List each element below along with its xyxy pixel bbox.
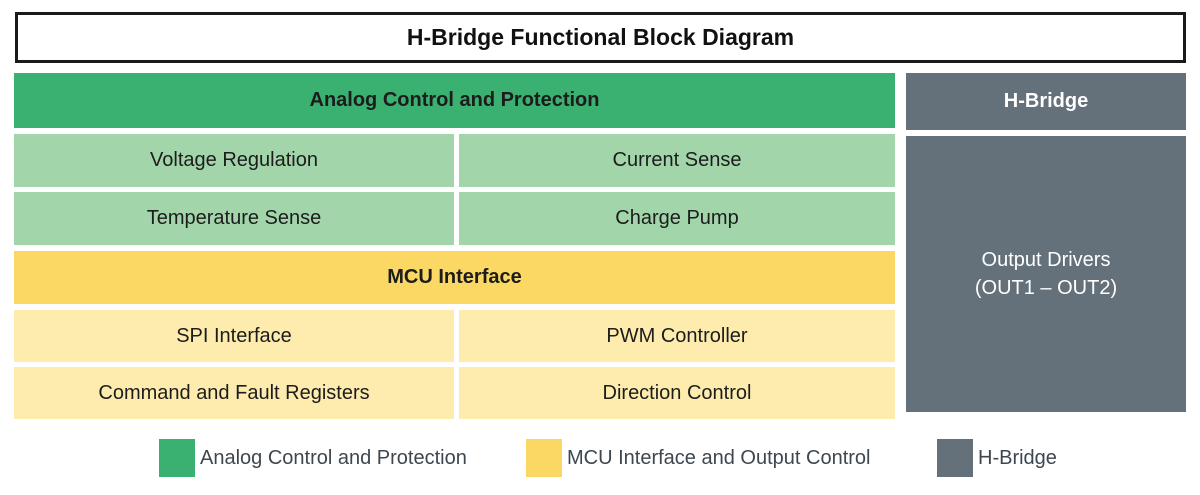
legend-swatch-analog [159,439,195,477]
output-drivers-line1: Output Drivers [981,249,1111,271]
block-direction-control: Direction Control [459,367,895,419]
hbridge-section-header: H-Bridge [906,73,1186,130]
block-command-fault-registers: Command and Fault Registers [14,367,454,419]
block-output-drivers: Output Drivers (OUT1 – OUT2) [906,136,1186,412]
block-voltage-regulation: Voltage Regulation [14,134,454,187]
output-drivers-line2: (OUT1 – OUT2) [974,277,1118,299]
block-spi-interface: SPI Interface [14,310,454,362]
legend-swatch-mcu [526,439,562,477]
mcu-section-header: MCU Interface [14,251,895,304]
diagram-title-bar: H-Bridge Functional Block Diagram [15,12,1186,63]
analog-section-header: Analog Control and Protection [14,73,895,128]
legend-label-mcu: MCU Interface and Output Control [567,446,871,469]
legend-item-analog: Analog Control and Protection [159,439,467,477]
legend-swatch-hbridge [937,439,973,477]
legend-label-hbridge: H-Bridge [978,446,1057,469]
legend-label-analog: Analog Control and Protection [200,446,467,469]
diagram-title: H-Bridge Functional Block Diagram [406,24,795,50]
block-current-sense: Current Sense [459,134,895,187]
block-charge-pump: Charge Pump [459,192,895,245]
legend-item-hbridge: H-Bridge [937,439,1057,477]
legend-item-mcu: MCU Interface and Output Control [526,439,870,477]
block-temperature-sense: Temperature Sense [14,192,454,245]
block-pwm-controller: PWM Controller [459,310,895,362]
